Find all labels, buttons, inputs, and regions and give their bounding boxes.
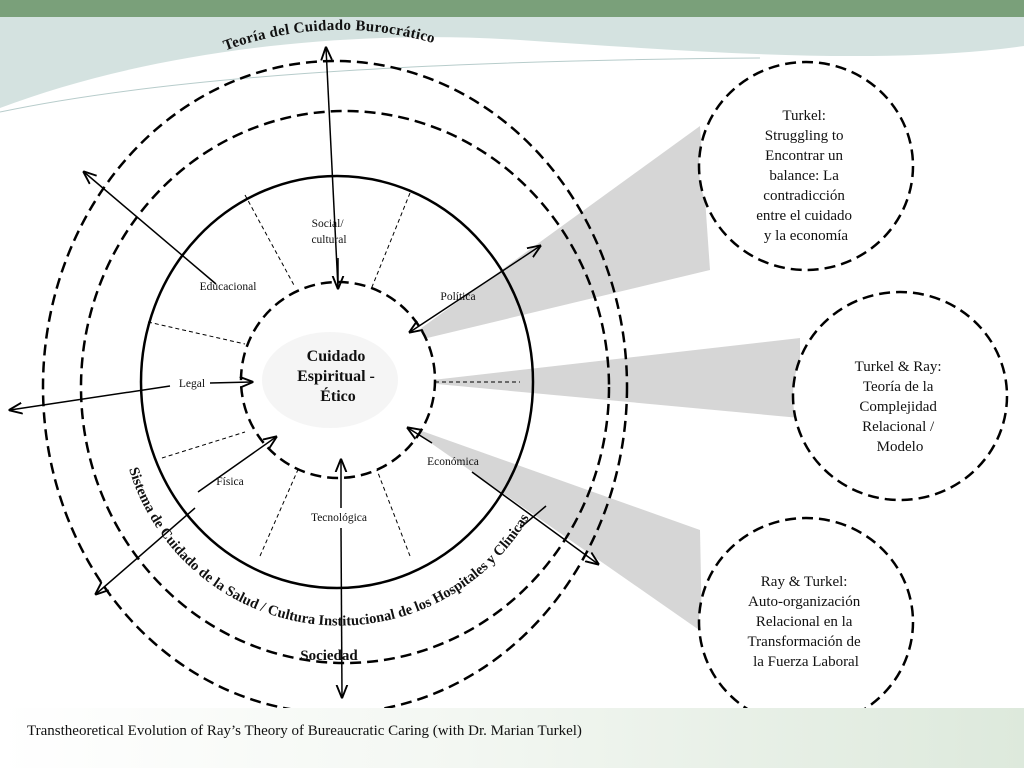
sector-label-fisica: Física [216, 476, 243, 488]
top-wave [0, 17, 1024, 108]
solid-circle [139, 174, 535, 590]
caption-text: Transtheoretical Evolution of Ray’s Theo… [27, 723, 582, 739]
second-dashed-circle [79, 109, 611, 665]
sector-label-economica: Económica [427, 456, 479, 468]
turkel-ray-circle [791, 290, 1009, 502]
sector-label-politica: Política [440, 291, 475, 303]
wedge-turkel [398, 126, 710, 345]
sector-label-legal: Legal [179, 378, 205, 390]
sector-label-tecnologica: Tecnológica [311, 512, 367, 524]
ray-turkel-circle-text: Ray & Turkel: Auto-organización Relacion… [748, 574, 865, 670]
caption-bar: Transtheoretical Evolution of Ray’s Theo… [0, 708, 1024, 768]
society-label: Sociedad [300, 648, 358, 664]
turkel-circle-text: Turkel: Struggling to Encontrar un balan… [756, 108, 856, 244]
arrows [10, 48, 598, 697]
sector-label-social: Social/ cultural [311, 218, 346, 246]
center-label: Cuidado Espiritual - Ético [297, 348, 379, 405]
turkel-ray-circle-text: Turkel & Ray: Teoría de la Complejidad R… [855, 359, 946, 455]
top-wave-line [0, 57, 761, 113]
health-system-arc-title: Sistema de Cuidado de la Salud / Cultura… [125, 465, 533, 629]
center-highlight [262, 332, 398, 428]
wedge-turkel-ray [415, 338, 800, 418]
ray-turkel-circle [697, 516, 915, 728]
sector-dividers [147, 192, 520, 557]
sector-label-educacional: Educacional [200, 281, 257, 293]
turkel-circle [697, 60, 915, 272]
top-bar [0, 0, 1024, 17]
